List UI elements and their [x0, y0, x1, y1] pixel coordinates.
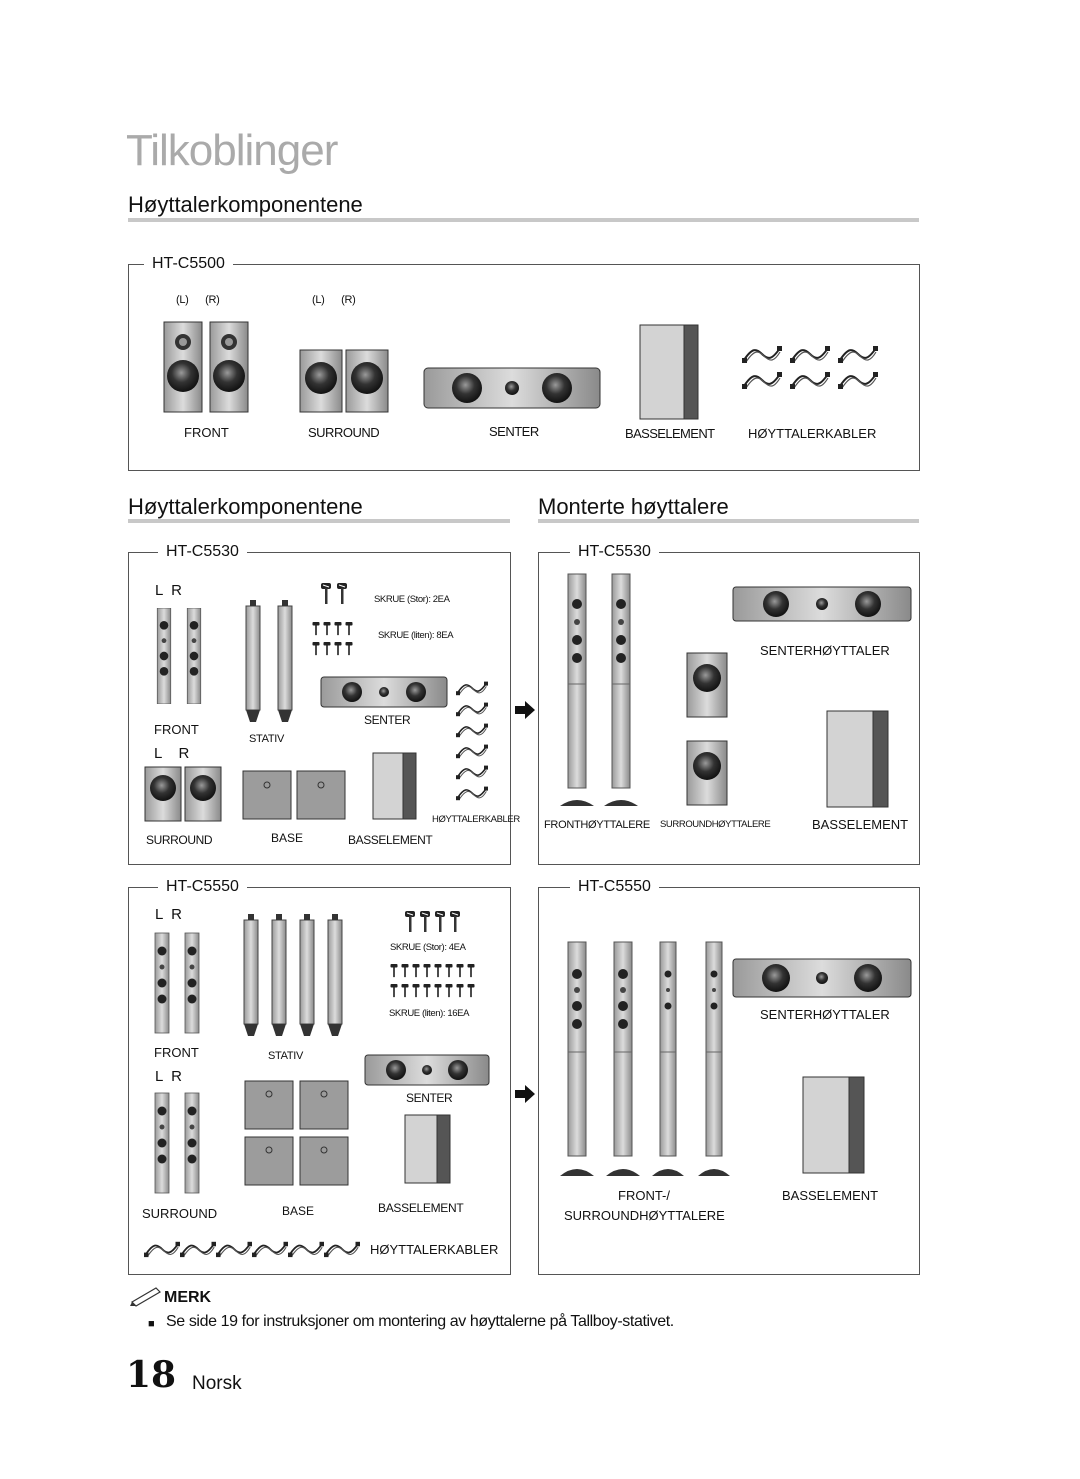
- model-label-ht-c5550-mounted: HT-C5550: [570, 878, 659, 896]
- surround-lr-label: L R: [154, 745, 190, 762]
- cables-label: HØYTTALERKABLER: [748, 426, 877, 441]
- front-lr-label: (L) (R): [176, 294, 220, 306]
- base-plates-image: [244, 1080, 349, 1186]
- mounted-center-speaker-image: [732, 586, 912, 622]
- basselement-label: BASSELEMENT: [625, 426, 715, 441]
- ht-c5550-mounted-box: [538, 887, 920, 1275]
- section-heading-mounted: Monterte høyttalere: [538, 494, 729, 519]
- ht-c5550-components-box: [128, 887, 511, 1275]
- section-rule-right: [538, 519, 919, 523]
- section-heading-components-2: Høyttalerkomponentene: [128, 494, 363, 519]
- surround-lr-label: L R: [155, 1068, 182, 1085]
- front-surround-label-line1: FRONT-/: [618, 1188, 670, 1203]
- page-language: Norsk: [192, 1373, 242, 1394]
- ht-c5500-box: [128, 264, 920, 471]
- speaker-cables-image: [144, 1240, 360, 1258]
- mounted-front-surround-speakers-image: [560, 941, 730, 1176]
- section-rule: [128, 218, 919, 222]
- speaker-cables-image: [742, 345, 878, 390]
- stand-image: [243, 914, 343, 1036]
- surround-label: SURROUND: [146, 833, 213, 847]
- screw-small-label: SKRUE (liten): 8EA: [378, 630, 454, 641]
- model-label-ht-c5530-mounted: HT-C5530: [570, 543, 659, 561]
- mounted-center-speaker-image: [732, 958, 912, 998]
- stand-image: [245, 600, 293, 722]
- section-rule-left: [128, 519, 510, 523]
- ht-c5530-components-box: [128, 552, 511, 865]
- speaker-cables-image: [456, 680, 488, 801]
- basselement-label: BASSELEMENT: [812, 817, 909, 832]
- front-tall-speakers-image: [154, 932, 200, 1034]
- screw-large-label: SKRUE (Stor): 2EA: [374, 594, 450, 605]
- front-label: FRONT: [184, 425, 229, 440]
- screws-small-image: [390, 964, 475, 998]
- cables-label: HØYTTALERKABLER: [432, 814, 520, 825]
- model-label-ht-c5550-components: HT-C5550: [158, 878, 247, 896]
- center-speaker-image: [320, 676, 448, 708]
- surround-tall-speakers-image: [154, 1092, 200, 1194]
- mounted-subwoofer-image: [826, 710, 889, 808]
- front-speakers-label: FRONTHØYTTALERE: [544, 819, 650, 831]
- base-plates-image: [242, 770, 346, 820]
- surround-speakers-label: SURROUNDHØYTTALERE: [660, 819, 771, 830]
- ht-c5530-mounted-box: [538, 552, 920, 865]
- center-speaker-image: [423, 367, 601, 409]
- note-bullet-icon: ■: [148, 1318, 155, 1330]
- front-tall-speakers-image: [156, 608, 202, 704]
- surround-speakers-image: [299, 349, 389, 413]
- note-title: MERK: [164, 1289, 212, 1306]
- model-label-ht-c5530-components: HT-C5530: [158, 543, 247, 561]
- screw-small-label: SKRUE (liten): 16EA: [389, 1008, 470, 1019]
- screws-small-image: [312, 622, 353, 656]
- front-speakers-image: [163, 321, 249, 413]
- stativ-label: STATIV: [268, 1050, 304, 1062]
- surround-lr-label: (L) (R): [312, 294, 356, 306]
- mounted-surround-speakers-image: [686, 652, 728, 806]
- subwoofer-image: [639, 324, 699, 420]
- front-lr-label: L R: [155, 582, 182, 599]
- cables-label: HØYTTALERKABLER: [370, 1242, 499, 1257]
- base-label: BASE: [282, 1204, 315, 1218]
- screws-large-image: [404, 910, 461, 933]
- surround-speakers-image: [144, 766, 222, 822]
- note-pencil-icon: [130, 1287, 161, 1307]
- screw-large-label: SKRUE (Stor): 4EA: [390, 942, 466, 953]
- screws-large-image: [320, 582, 348, 605]
- page-number: 18: [126, 1354, 177, 1396]
- mounted-front-speakers-image: [560, 573, 638, 806]
- page-title: Tilkoblinger: [126, 126, 338, 175]
- note-text: Se side 19 for instruksjoner om monterin…: [166, 1313, 674, 1330]
- senter-label: SENTER: [489, 424, 539, 439]
- basselement-label: BASSELEMENT: [378, 1201, 464, 1215]
- arrow-icon: [515, 701, 535, 719]
- base-label: BASE: [271, 831, 304, 845]
- front-lr-label: L R: [155, 906, 182, 923]
- subwoofer-image: [404, 1114, 451, 1184]
- arrow-icon: [515, 1085, 535, 1103]
- front-surround-label-line2: SURROUNDHØYTTALERE: [564, 1208, 725, 1223]
- model-label-ht-c5500: HT-C5500: [144, 255, 233, 273]
- subwoofer-image: [372, 752, 417, 820]
- senter-label: SENTER: [406, 1091, 453, 1105]
- senter-label: SENTER: [364, 713, 411, 727]
- surround-label: SURROUND: [308, 425, 380, 440]
- mounted-subwoofer-image: [802, 1076, 865, 1174]
- stativ-label: STATIV: [249, 733, 285, 745]
- front-label: FRONT: [154, 1045, 199, 1060]
- front-label: FRONT: [154, 722, 199, 737]
- center-speaker-label: SENTERHØYTTALER: [760, 643, 890, 658]
- section-heading-components: Høyttalerkomponentene: [128, 192, 363, 217]
- surround-label: SURROUND: [142, 1206, 218, 1221]
- center-speaker-image: [364, 1054, 490, 1086]
- basselement-label: BASSELEMENT: [348, 833, 433, 847]
- center-speaker-label: SENTERHØYTTALER: [760, 1007, 890, 1022]
- basselement-label: BASSELEMENT: [782, 1188, 879, 1203]
